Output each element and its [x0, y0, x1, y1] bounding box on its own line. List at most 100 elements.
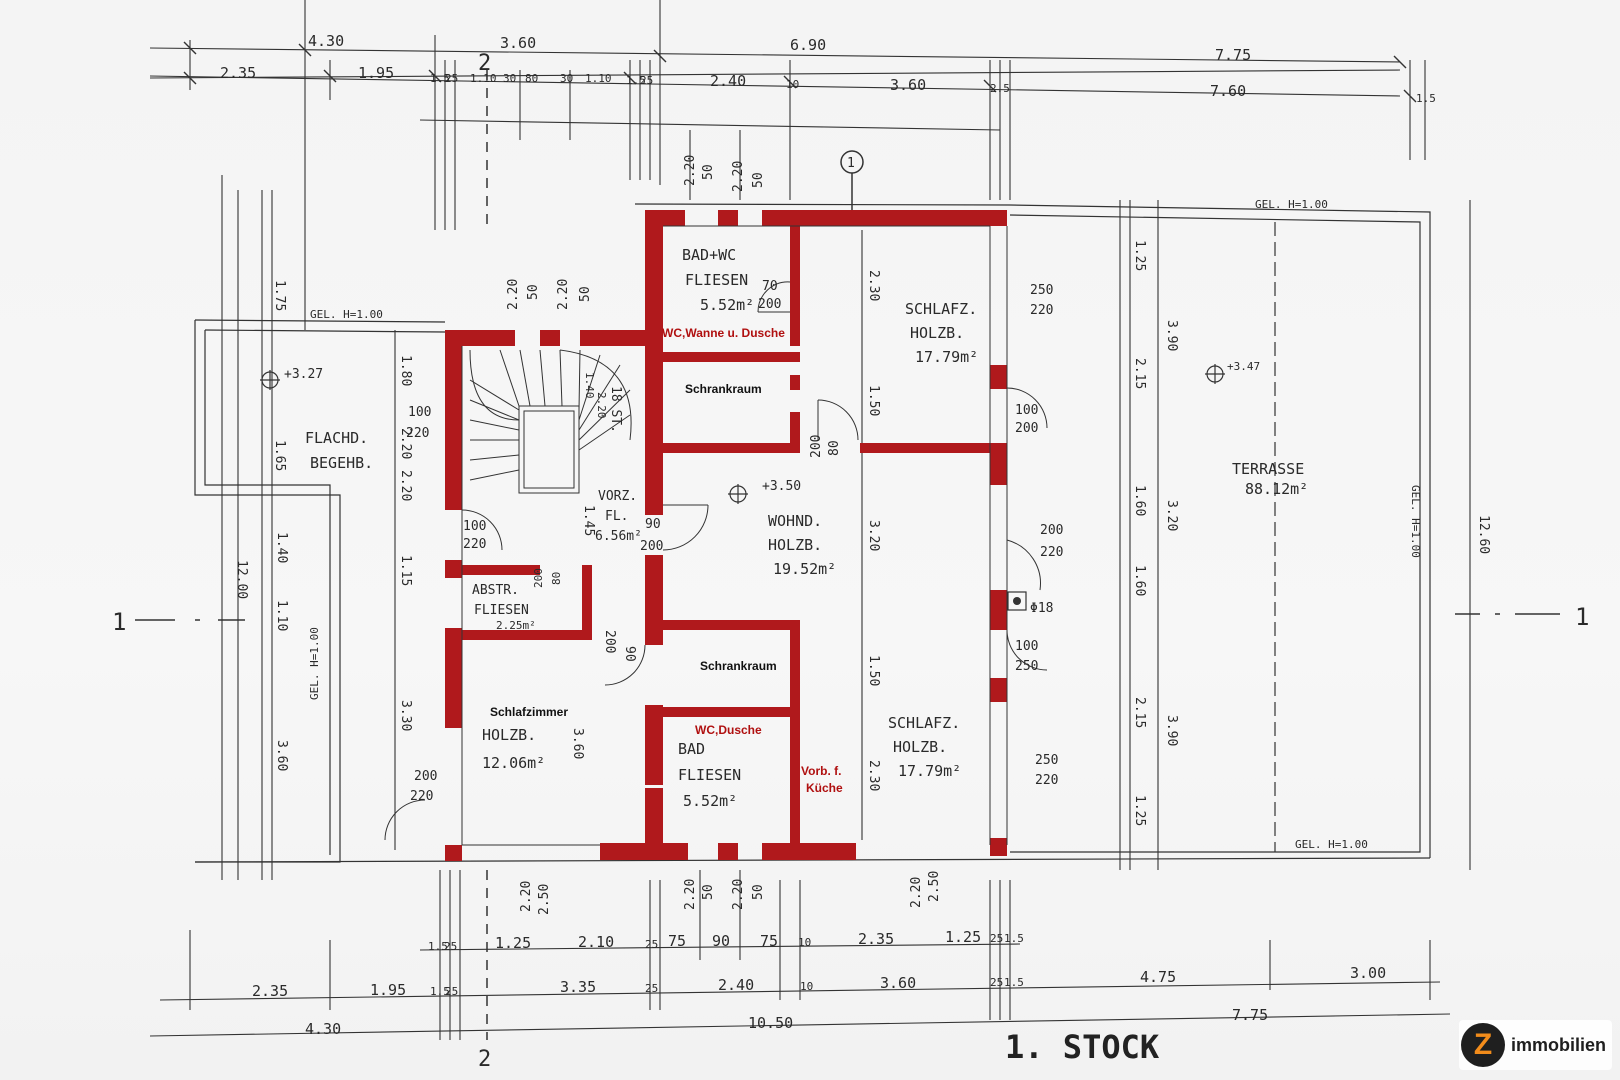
dim-bot1-7: 90 [712, 932, 730, 950]
wohnd-80-w: 80 [827, 440, 842, 456]
wall-outlines [461, 225, 1008, 846]
dimension-texts: 4.30 3.60 6.90 7.75 2.35 1.95 1.5 25 1.1… [220, 32, 1436, 1038]
win-bot-a2: 2.50 [537, 884, 552, 915]
win-bot-c1: 2.20 [909, 877, 924, 908]
bad-wc-top-area: 5.52m² [700, 296, 754, 314]
railing-terrasse-top: GEL. H=1.00 [1255, 198, 1328, 211]
dim-bot1-11: 1.25 [945, 928, 981, 946]
win-top-a3: 2.20 [731, 161, 746, 192]
flachd-door-w: 100 [408, 405, 431, 420]
brand-name: immobilien [1510, 1034, 1606, 1055]
vorb-kueche-2: Küche [806, 781, 843, 795]
section-right-1: 1 [1575, 603, 1589, 631]
chimney-symbol [1007, 591, 1027, 611]
dim-top2-15: 2.5 [990, 82, 1010, 95]
side-left-10: 3.60 [274, 740, 289, 771]
side-left-1: 1.75 [272, 280, 287, 311]
dim-bot1-5: 25 [645, 938, 658, 951]
side-left-7: 1.15 [398, 555, 413, 586]
z-logo-icon: Z [1460, 1023, 1505, 1067]
bad-door-h: 200 [758, 297, 781, 312]
win-bot-c2: 2.50 [927, 871, 942, 902]
wohnd-door-w: 90 [645, 517, 661, 532]
side-right-5: 2.15 [1132, 697, 1147, 728]
side-left-9: 3.30 [398, 700, 413, 731]
schlafzimmer-label: Schlafzimmer [490, 705, 568, 719]
side-dimension-texts: 1.75 1.80 2.20 2.20 1.65 1.40 1.15 1.10 … [234, 240, 1491, 826]
dim-top2-9: 1.10 [585, 72, 612, 85]
side-mid-2: 1.50 [866, 385, 881, 416]
wohnd-80-h: 200 [809, 435, 824, 458]
vorz-name: VORZ. [598, 489, 637, 504]
bad-door-w: 70 [762, 279, 778, 294]
wohnd-win-h: 220 [1040, 545, 1063, 560]
dim-top2-10: 1.5 [626, 74, 646, 87]
win-bot-b4: 50 [751, 884, 766, 900]
dim-top2-16: 7.60 [1210, 82, 1246, 100]
railing-flachd-side: GEL. H=1.00 [308, 627, 321, 700]
bad-bottom-floor: FLIESEN [678, 766, 741, 784]
dim-top2-11: 25 [640, 74, 653, 87]
railing-flachd-top: GEL. H=1.00 [310, 308, 383, 321]
overall-left: 12.00 [234, 560, 249, 599]
terrasse-level: +3.47 [1227, 360, 1260, 373]
side-left-2: 1.80 [398, 355, 413, 386]
dim-top2-4: 25 [445, 72, 458, 85]
schlafz-top-name: SCHLAFZ. [905, 300, 977, 318]
abstr-80: 80 [550, 572, 563, 585]
dim-bot1-1: 1.5 [428, 940, 448, 953]
bad-wc-top-floor: FLIESEN [685, 271, 748, 289]
section-lines [135, 70, 1560, 1040]
schlafzimmer-win-w: 200 [414, 769, 437, 784]
overall-right: 12.60 [1476, 515, 1491, 554]
dim-top2-3: 1.5 [430, 72, 450, 85]
flachd-name: FLACHD. [305, 429, 368, 447]
side-right2-3: 3.90 [1164, 715, 1179, 746]
schlafzimmer-door-h: 200 [602, 630, 617, 653]
schlafzimmer-area: 12.06m² [482, 754, 545, 772]
win-top-a4: 50 [751, 172, 766, 188]
dim-top-3: 6.90 [790, 36, 826, 54]
flachd-door-h: 220 [406, 426, 429, 441]
side-dimension-lines [221, 175, 1471, 880]
dim-bot1-10: 2.35 [858, 930, 894, 948]
side-right-4: 1.60 [1132, 565, 1147, 596]
win-bot-b2: 50 [701, 884, 716, 900]
bad-bottom-name: BAD [678, 740, 705, 758]
dim-bot2-13: 3.00 [1350, 964, 1386, 982]
wohnd-level: +3.50 [762, 479, 801, 494]
wohnd-area: 19.52m² [773, 560, 836, 578]
top-dimension-lines [149, 0, 1426, 330]
schlafzimmer-floor: HOLZB. [482, 726, 536, 744]
side-right-1: 1.25 [1132, 240, 1147, 271]
bad-bottom-note: WC,Dusche [695, 723, 762, 737]
side-right-6: 1.25 [1132, 795, 1147, 826]
schlafz-top-win-h: 220 [1030, 303, 1053, 318]
bad-wc-top-name: BAD+WC [682, 246, 736, 264]
stair-dim-2: 2.20 [595, 392, 608, 419]
schrankraum-mid-label: Schrankraum [700, 659, 777, 673]
win-top-b4: 50 [578, 286, 593, 302]
vorb-kueche-1: Vorb. f. [801, 764, 841, 778]
schlafz-top-floor: HOLZB. [910, 324, 964, 342]
dim-top2-13: 10 [786, 78, 799, 91]
axis-labels: 1 1 2 2 1 [112, 51, 1589, 1072]
axis-bottom-2: 2 [478, 1047, 491, 1072]
terrasse-area: 88.12m² [1245, 480, 1308, 498]
dim-bot2-12: 4.75 [1140, 968, 1176, 986]
side-left-3: 2.20 [398, 428, 413, 459]
door-dimension-texts: 70 200 250 220 100 200 100 220 90 200 80… [406, 279, 1063, 804]
door-swings [384, 281, 1048, 841]
window-dimension-texts: 2.20 50 2.20 50 2.20 50 2.20 50 2.20 2.5… [506, 155, 942, 915]
schlafz-bot-area: 17.79m² [898, 762, 961, 780]
dim-bot2-7: 2.40 [718, 976, 754, 994]
flachd-sub: BEGEHB. [310, 454, 373, 472]
abstr-name: ABSTR. [472, 583, 519, 598]
wohnd-floor: HOLZB. [768, 536, 822, 554]
side-mid-1: 2.30 [866, 270, 881, 301]
bad-wc-top-note: WC,Wanne u. Dusche [662, 326, 785, 340]
side-left-6: 1.40 [274, 532, 289, 563]
brand-logo-letter: Z [1473, 1028, 1493, 1061]
